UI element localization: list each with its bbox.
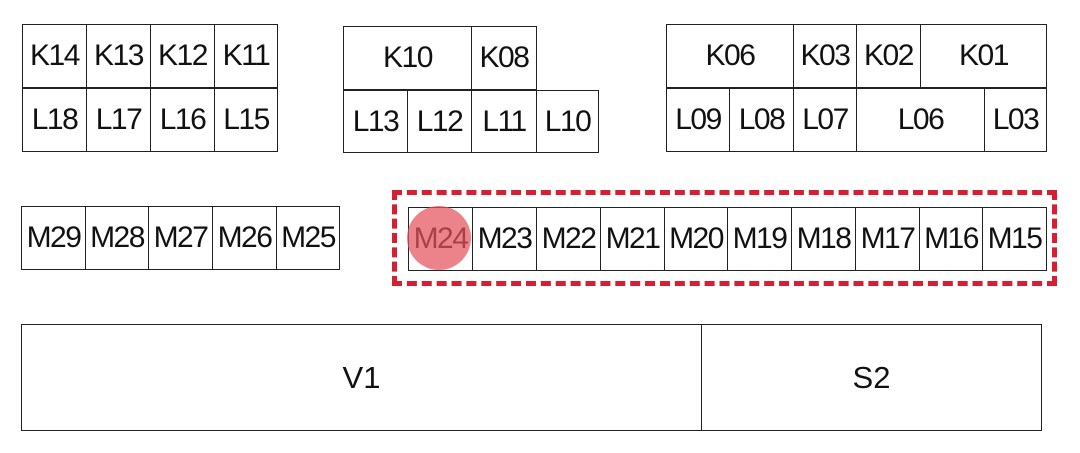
cell-k13[interactable]: K13 [86,24,151,88]
cell-m22[interactable]: M22 [536,207,601,271]
cell-k02[interactable]: K02 [856,24,921,88]
cell-s2[interactable]: S2 [701,324,1042,431]
cell-l03[interactable]: L03 [984,88,1047,152]
cell-l12[interactable]: L12 [407,90,472,153]
cell-l06[interactable]: L06 [856,88,985,152]
cell-k06[interactable]: K06 [666,24,794,88]
cell-l11[interactable]: L11 [471,90,537,153]
cell-l18[interactable]: L18 [22,88,87,152]
cell-m28[interactable]: M28 [85,206,149,270]
cell-l10[interactable]: L10 [536,90,599,153]
cell-k11[interactable]: K11 [214,24,278,88]
cell-m27[interactable]: M27 [148,206,213,270]
cell-k14[interactable]: K14 [22,24,87,88]
cell-l07[interactable]: L07 [793,88,857,152]
cell-m19[interactable]: M19 [727,207,792,271]
cell-m20[interactable]: M20 [664,207,728,271]
cell-m24[interactable]: M24 [408,207,473,271]
cell-m23[interactable]: M23 [472,207,537,271]
cell-k03[interactable]: K03 [793,24,857,88]
cell-m26[interactable]: M26 [212,206,277,270]
cell-m25[interactable]: M25 [276,206,340,270]
cell-l16[interactable]: L16 [150,88,215,152]
cell-l09[interactable]: L09 [666,88,730,152]
cell-k08[interactable]: K08 [471,26,537,90]
cell-l15[interactable]: L15 [214,88,278,152]
cell-k01[interactable]: K01 [920,24,1047,88]
cell-v1[interactable]: V1 [21,324,702,431]
cell-k10[interactable]: K10 [343,26,472,90]
cell-m29[interactable]: M29 [21,206,86,270]
cell-l13[interactable]: L13 [343,90,408,153]
cell-l17[interactable]: L17 [86,88,151,152]
cell-m18[interactable]: M18 [791,207,856,271]
cell-m17[interactable]: M17 [855,207,920,271]
cell-m21[interactable]: M21 [600,207,665,271]
cell-m16[interactable]: M16 [919,207,983,271]
cell-m15[interactable]: M15 [982,207,1047,271]
cell-k12[interactable]: K12 [150,24,215,88]
cell-l08[interactable]: L08 [729,88,794,152]
